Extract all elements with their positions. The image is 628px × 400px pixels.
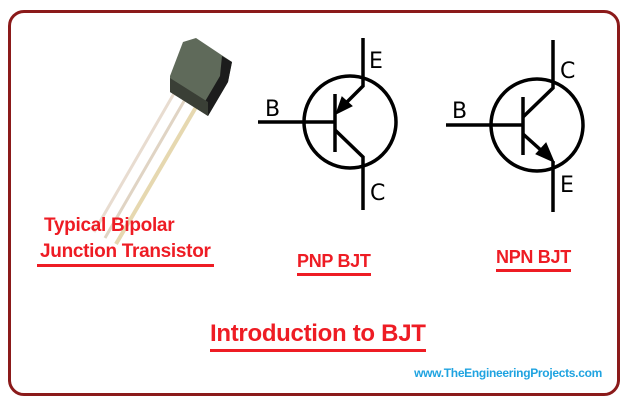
npn-base-label: B [452, 99, 467, 124]
npn-emitter-label: E [560, 173, 574, 198]
npn-symbol [446, 40, 585, 212]
page-title: Introduction to BJT [210, 320, 426, 352]
pnp-base-label: B [265, 97, 280, 122]
pnp-symbol [258, 38, 398, 210]
pnp-emitter-label: E [369, 49, 383, 74]
frame-border [8, 10, 620, 396]
transistor-caption-line1: Typical Bipolar [44, 215, 175, 236]
npn-collector-label: C [560, 59, 575, 84]
pnp-caption: PNP BJT [297, 251, 371, 276]
transistor-caption-line2: Junction Transistor [37, 241, 214, 267]
transistor-photo [92, 38, 232, 246]
pnp-collector-label: C [370, 181, 385, 206]
npn-caption: NPN BJT [496, 247, 571, 272]
website-link[interactable]: www.TheEngineeringProjects.com [414, 366, 602, 380]
